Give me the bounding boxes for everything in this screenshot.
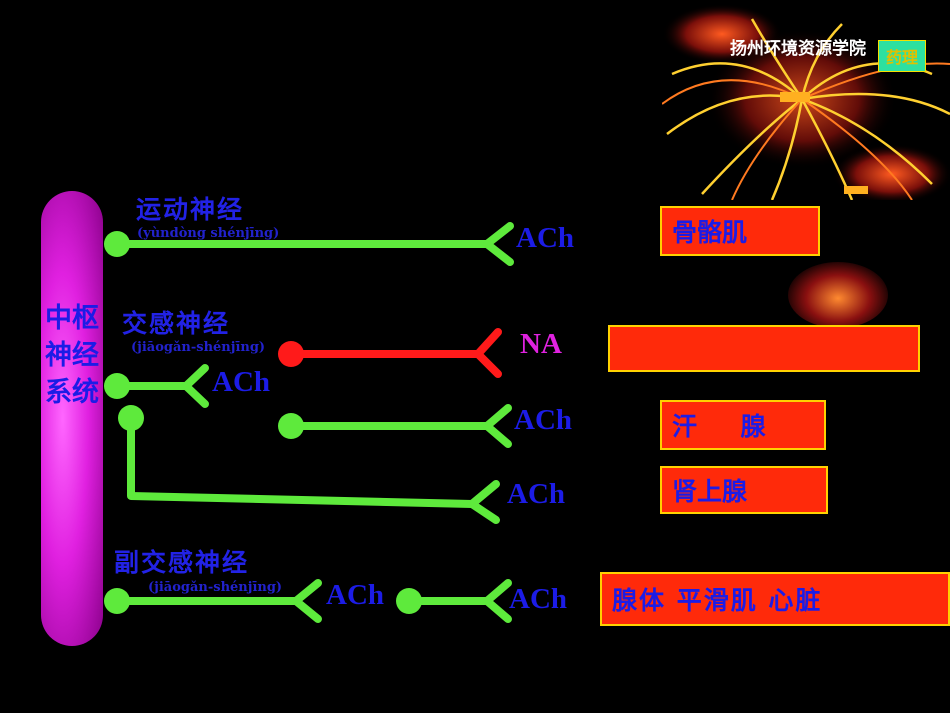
- para-post-terminal: [483, 579, 512, 623]
- somatic-terminal: [483, 222, 514, 266]
- symp-sweat-terminal: [483, 404, 512, 448]
- symp-origin-node: [104, 373, 130, 399]
- sympathetic-pinyin: (jiāogǎn-shénjīng): [131, 340, 266, 355]
- parasympathetic-pinyin: (jiāogǎn-shénjīng): [148, 580, 283, 595]
- symp-na-transmitter: NA: [520, 328, 562, 360]
- glow-decoration: [788, 262, 888, 328]
- symp-adrenal-fiber: [127, 414, 476, 508]
- symp-sweat-transmitter: ACh: [514, 404, 573, 436]
- symp-ganglion-transmitter: ACh: [212, 366, 271, 398]
- parasympathetic-nerve-label: 副交感神经: [114, 548, 250, 577]
- symp-pre-terminal: [182, 364, 209, 408]
- para-ganglion-transmitter: ACh: [326, 579, 385, 611]
- sweat-gland-box: 汗 腺: [660, 400, 826, 450]
- na-target-box: [608, 325, 920, 372]
- na-ganglion-node: [278, 341, 304, 367]
- sweat-gland-label: 汗 腺: [672, 412, 766, 441]
- school-name: 扬州环境资源学院: [730, 39, 866, 59]
- adrenal-gland-box: 肾上腺: [660, 466, 828, 514]
- adrenal-gland-label: 肾上腺: [672, 477, 748, 506]
- symp-ganglion-node: [278, 413, 304, 439]
- somatic-origin-node: [104, 231, 130, 257]
- para-origin-node: [104, 588, 130, 614]
- cns-label: 中枢神经系统: [45, 303, 99, 408]
- fireworks-logo: [662, 4, 950, 200]
- sympathetic-nerve-label: 交感神经: [122, 309, 231, 338]
- skeletal-muscle-box: 骨骼肌: [660, 206, 820, 256]
- somatic-nerve-label: 运动神经: [136, 195, 245, 224]
- pharmacology-badge: 药理: [878, 40, 926, 72]
- somatic-transmitter: ACh: [516, 222, 575, 254]
- para-post-transmitter: ACh: [509, 583, 568, 615]
- adrenal-origin-node: [118, 405, 144, 431]
- cns-bar: [41, 191, 103, 646]
- fireworks-graphic: [662, 4, 950, 200]
- para-target-box: 腺体 平滑肌 心脏: [600, 572, 950, 626]
- symp-adrenal-terminal: [468, 480, 500, 524]
- symp-na-terminal: [474, 328, 502, 378]
- skeletal-muscle-label: 骨骼肌: [672, 218, 748, 247]
- symp-adrenal-transmitter: ACh: [507, 478, 566, 510]
- somatic-pinyin: (yùndòng shénjīng): [137, 226, 280, 241]
- para-ganglion-node: [396, 588, 422, 614]
- para-pre-terminal: [292, 579, 322, 623]
- para-target-label: 腺体 平滑肌 心脏: [612, 586, 823, 615]
